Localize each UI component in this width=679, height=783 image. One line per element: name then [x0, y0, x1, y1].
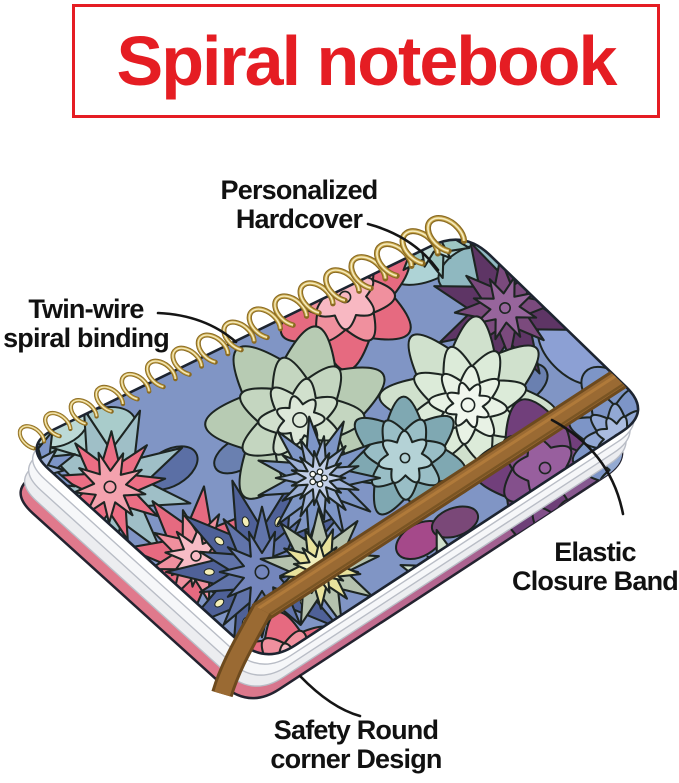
- succulent-leaf: [430, 505, 480, 539]
- annotation-twin-wire-spiral-binding: Twin-wire spiral binding: [0, 294, 172, 354]
- spiral-binding: [17, 215, 468, 451]
- annotation-line: Closure Band: [512, 566, 679, 597]
- spiral-wire-loop: [17, 424, 47, 451]
- callout-line-elastic-band: [550, 418, 625, 516]
- page-title: Spiral notebook: [116, 22, 618, 100]
- elastic-band: [211, 358, 639, 698]
- spiral-wire-loop: [297, 280, 336, 316]
- spiral-wire-loop: [424, 215, 468, 255]
- succulent-rosette: [257, 415, 382, 541]
- spiral-wire-loop: [43, 410, 73, 439]
- spiral-wire-loop: [170, 345, 205, 377]
- annotation-line: Safety Round: [273, 715, 439, 745]
- spiral-wire-loop: [94, 384, 126, 414]
- spiral-wire-loop: [68, 398, 99, 426]
- cover-outline: [35, 238, 640, 656]
- annotation-line: Personalized: [220, 175, 379, 205]
- spiral-wire-loop: [272, 293, 310, 328]
- spiral-wire-loop: [246, 306, 284, 341]
- spiral-wire-loop: [221, 319, 257, 353]
- title-banner: Spiral notebook: [72, 4, 660, 118]
- callout-lines: [156, 222, 625, 718]
- callout-line-spiral-binding: [156, 311, 238, 344]
- annotation-line: corner Design: [270, 744, 442, 775]
- callout-line-round-corner: [298, 674, 362, 718]
- callout-line-hardcover: [366, 222, 440, 272]
- annotation-safety-round-corner: Safety Round corner Design: [266, 715, 446, 775]
- spiral-wire-loop: [195, 332, 231, 365]
- spiral-wire-loop: [144, 358, 178, 390]
- annotation-line: Hardcover: [235, 204, 363, 235]
- spiral-wire-loop: [119, 371, 152, 402]
- succulent-rosette: [164, 479, 360, 655]
- annotation-line: spiral binding: [3, 323, 170, 354]
- annotation-line: Twin-wire: [28, 294, 144, 324]
- annotation-elastic-closure-band: Elastic Closure Band: [505, 537, 679, 597]
- annotation-personalized-hardcover: Personalized Hardcover: [179, 175, 419, 235]
- annotation-line: Elastic: [554, 537, 636, 567]
- elastic-band-front: [251, 358, 639, 624]
